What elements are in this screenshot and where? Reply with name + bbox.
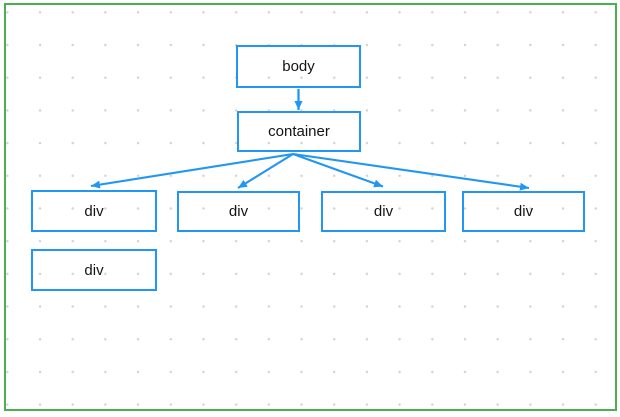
node-div-3-label: div [373, 203, 394, 220]
node-div-4-label: div [513, 203, 534, 220]
node-container-label: container [268, 123, 330, 140]
edge-container-div-4[interactable] [292, 152, 530, 191]
node-body[interactable]: body [236, 45, 361, 88]
node-div-3[interactable]: div [321, 191, 446, 232]
node-div-1[interactable]: div [31, 190, 157, 232]
node-div-1-label: div [84, 202, 104, 220]
edge-container-div-2[interactable] [237, 153, 294, 189]
node-div-4[interactable]: div [462, 191, 585, 232]
node-body-label: body [282, 58, 315, 75]
node-div-2[interactable]: div [177, 191, 300, 232]
node-container[interactable]: container [237, 111, 361, 152]
node-div-2-label: div [228, 203, 249, 220]
edge-container-div-1[interactable] [90, 152, 294, 189]
node-div-5[interactable]: div [31, 249, 157, 291]
node-div-5-label: div [84, 261, 104, 279]
edge-container-div-3[interactable] [292, 153, 384, 188]
